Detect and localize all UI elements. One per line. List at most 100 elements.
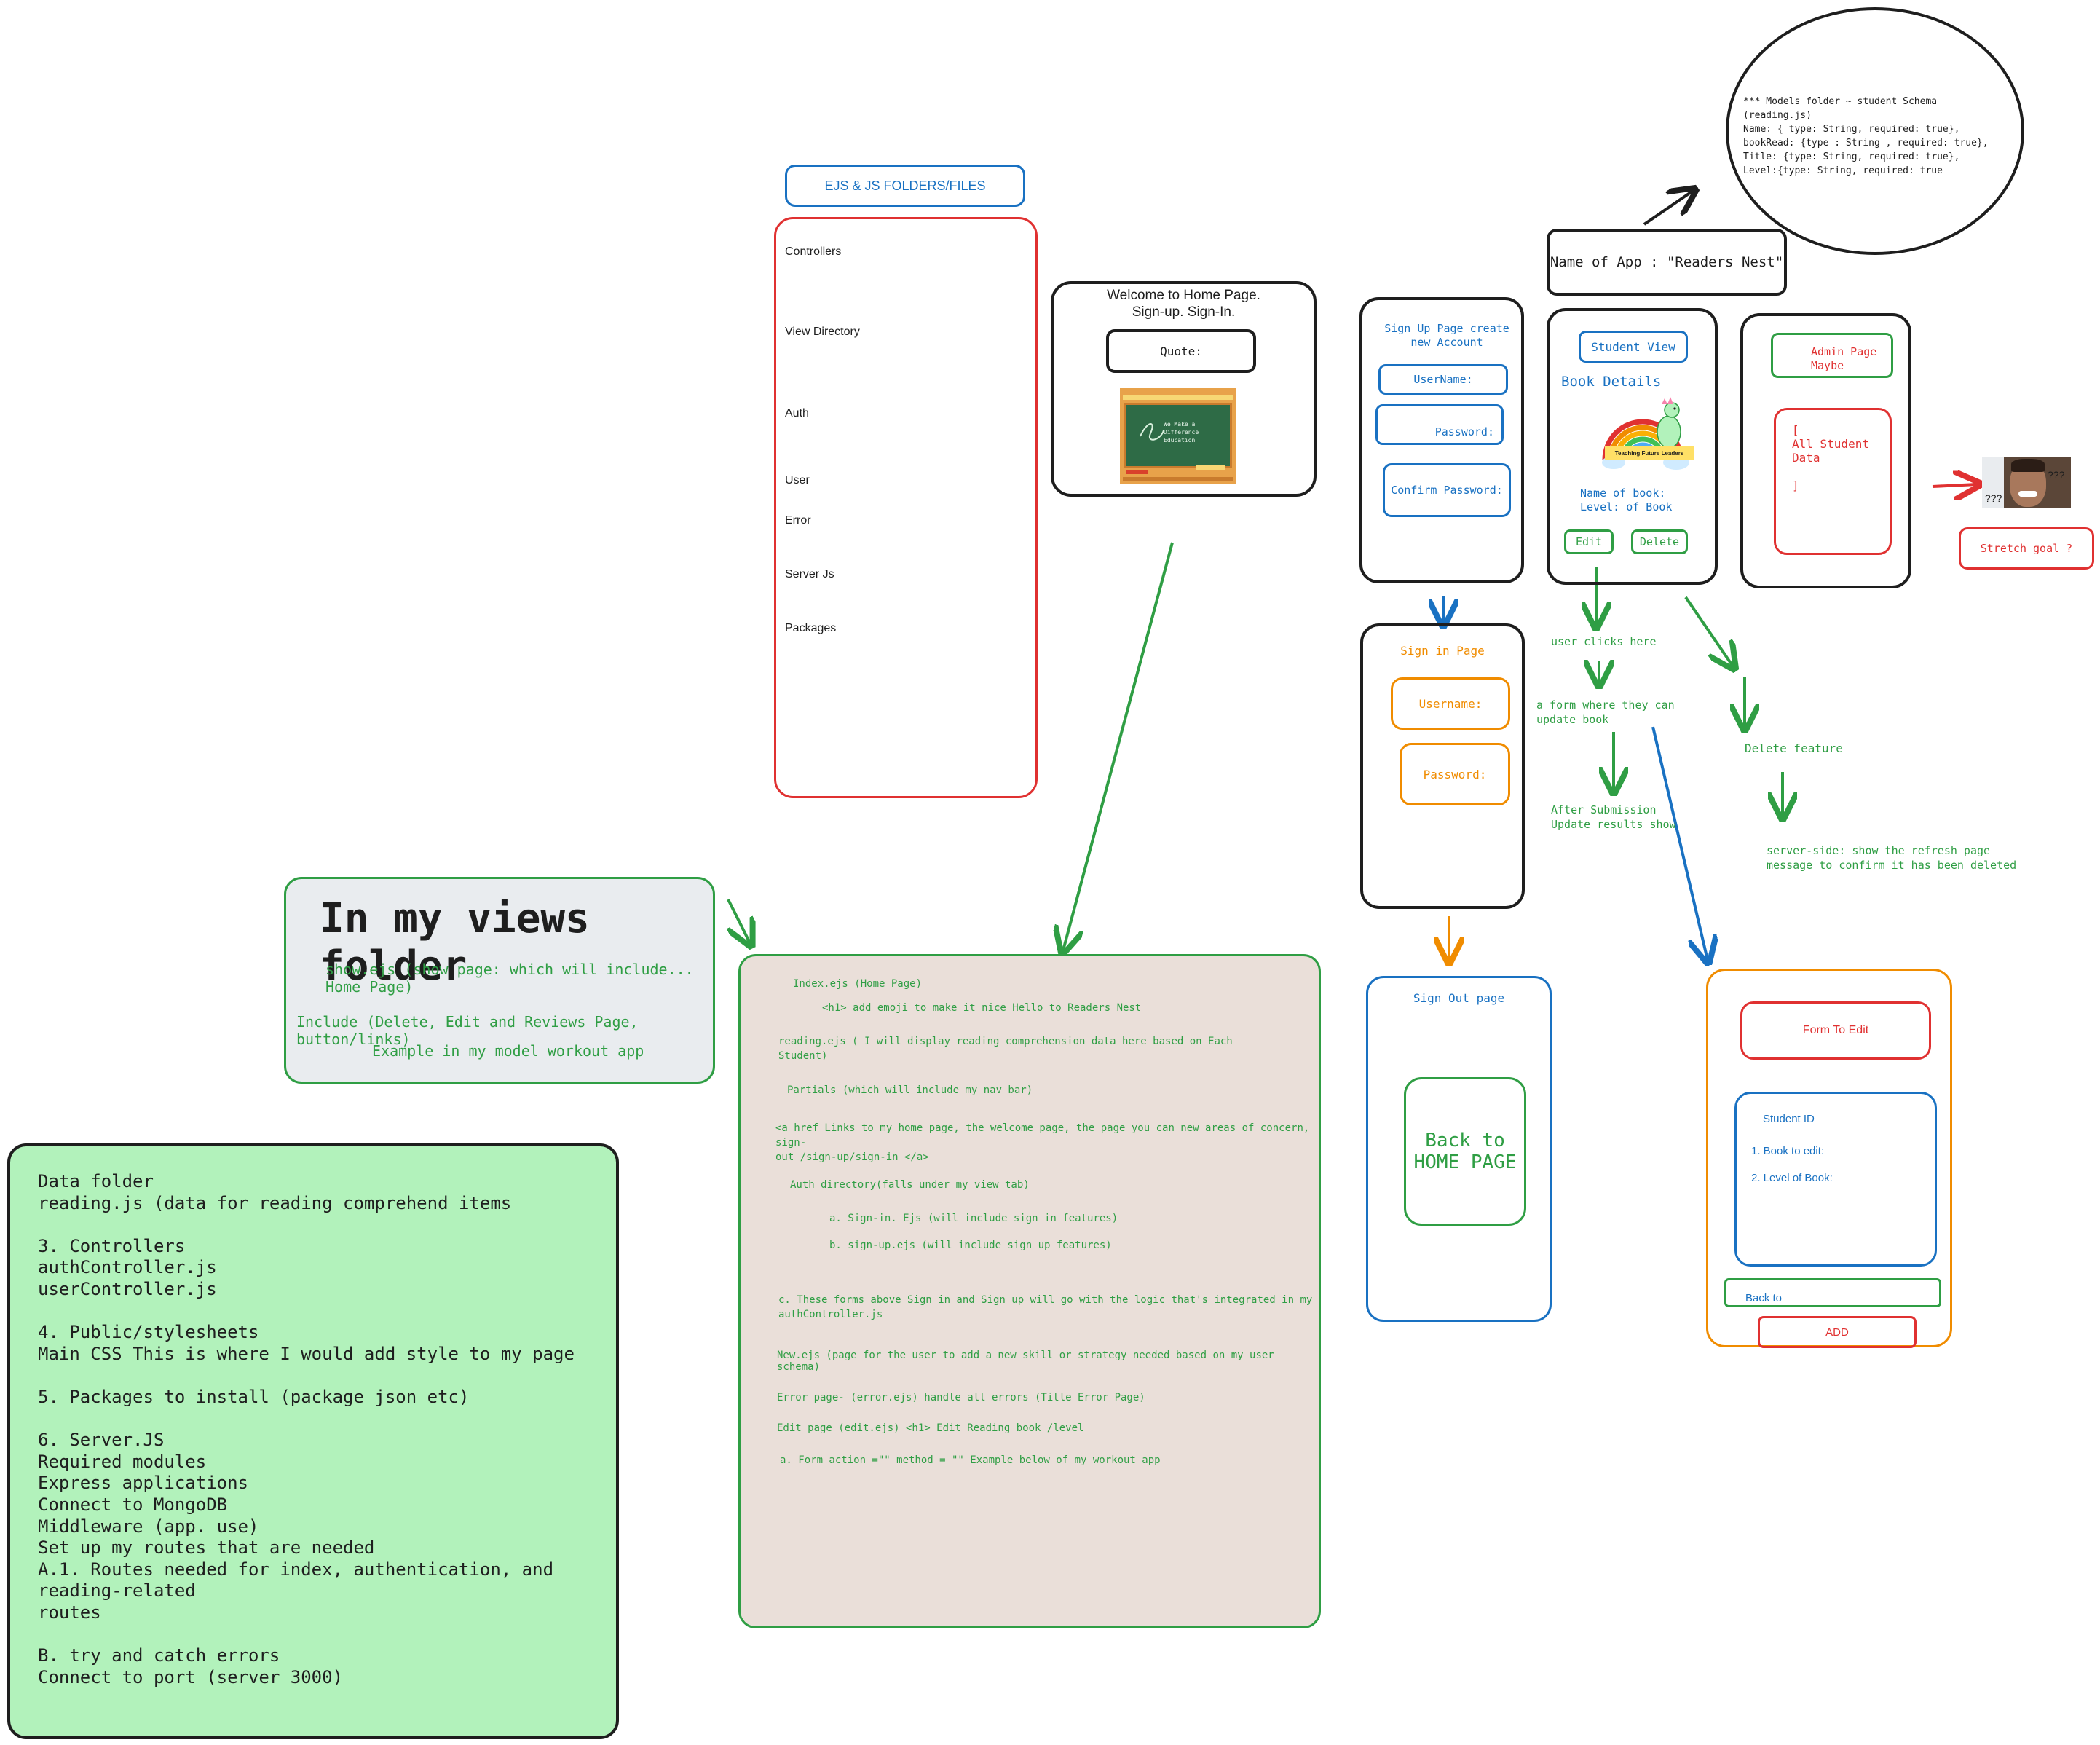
admin-page-wireframe: Admin Page Maybe [ All Student Data ] [1740,313,1911,588]
signout-title: Sign Out page [1413,991,1505,1005]
data-line: Data folder [38,1171,154,1191]
data-line: Express applications [38,1473,248,1494]
student-data-box: [ All Student Data ] [1774,408,1892,555]
signup-title: Sign Up Page create new Account [1384,322,1509,349]
signup-confirm-field[interactable]: Confirm Password: [1383,463,1511,517]
confused-face-image: ??? ??? [1982,457,2071,508]
signup-password-field[interactable]: Password: [1375,404,1504,445]
ejs-header-label: EJS & JS FOLDERS/FILES [824,178,986,193]
folder-error: Error [785,514,811,527]
data-folder-panel: Data folder reading.js (data for reading… [7,1143,619,1739]
note-signup: b. sign-up.ejs (will include sign up fea… [829,1240,1112,1251]
flow-delete-feature: Delete feature [1745,741,1843,755]
admin-title: Admin Page Maybe [1811,345,1877,372]
add-button-label: ADD [1825,1326,1849,1339]
delete-button-label: Delete [1639,535,1680,548]
chalkboard-image: We Make a Difference Education [1120,388,1236,484]
index-notes-panel: Index.ejs (Home Page) <h1> add emoji to … [738,954,1321,1628]
add-button[interactable]: ADD [1758,1316,1917,1348]
flow-server-side: server-side: show the refresh page messa… [1767,844,2017,872]
signup-page-wireframe: Sign Up Page create new Account UserName… [1359,297,1524,583]
note-index: Index.ejs (Home Page) [793,978,923,990]
admin-title-box: Admin Page Maybe [1771,333,1893,378]
app-name-box: Name of App : "Readers Nest" [1547,229,1787,296]
signin-title: Sign in Page [1400,644,1485,658]
signup-confirm-label: Confirm Password: [1391,484,1503,497]
models-note-text: *** Models folder ~ student Schema (read… [1743,96,1989,176]
signin-username-field[interactable]: Username: [1391,677,1510,730]
views-heading: In my views folder [320,895,590,990]
signin-password-label: Password: [1423,767,1487,781]
views-include: Include (Delete, Edit and Reviews Page, … [296,1013,639,1048]
models-note-circle: *** Models folder ~ student Schema (read… [1726,7,2024,255]
edit-form-wireframe: Form To Edit Student ID 1. Book to edit:… [1706,969,1952,1348]
signin-password-field[interactable]: Password: [1400,743,1510,805]
note-new: New.ejs (page for the user to add a new … [777,1350,1274,1373]
data-line: routes [38,1602,101,1623]
data-line: Connect to MongoDB [38,1494,228,1515]
folder-user: User [785,474,810,487]
quote-label: Quote: [1160,344,1202,358]
note-forms: c. These forms above Sign in and Sign up… [778,1294,1313,1320]
folder-auth: Auth [785,407,809,419]
level-of-book-label[interactable]: 2. Level of Book: [1751,1172,1833,1184]
signup-password-label: Password: [1434,425,1494,438]
arrow-delete-diag [1684,596,1733,666]
data-line: B. try and catch errors [38,1645,280,1666]
arrow-to-edit-form [1651,726,1708,960]
folder-view-directory: View Directory [785,326,860,338]
folder-packages: Packages [785,622,837,634]
note-reading: reading.ejs ( I will display reading com… [778,1036,1233,1062]
folder-list-panel: Controllers View Directory Auth User Err… [774,217,1038,798]
student-view-wireframe: Student View Book Details Teaching Futur… [1547,308,1718,585]
signup-username-field[interactable]: UserName: [1378,364,1508,395]
data-line: Main CSS This is where I would add style… [38,1343,575,1364]
back-to-label: Back to [1745,1292,1783,1304]
data-list: Data folder reading.js (data for reading… [38,1171,616,1688]
flow-form-update: a form where they can update book [1536,698,1675,726]
teaching-banner-label: Teaching Future Leaders [1614,449,1684,457]
data-line: authController.js [38,1257,217,1278]
flow-user-clicks: user clicks here [1551,635,1657,648]
note-h1: <h1> add emoji to make it nice Hello to … [822,1002,1142,1014]
data-line: Set up my routes that are needed [38,1537,375,1559]
form-to-edit-label: Form To Edit [1802,1024,1869,1036]
book-to-edit-label[interactable]: 1. Book to edit: [1751,1145,1825,1157]
folder-server-js: Server Js [785,568,834,580]
note-signin: a. Sign-in. Ejs (will include sign in fe… [829,1213,1118,1224]
chalkboard-text: We Make a Difference Education [1164,421,1199,444]
back-to-button[interactable]: Back to [1724,1278,1941,1307]
edit-button[interactable]: Edit [1564,529,1614,554]
signin-username-label: Username: [1418,696,1483,711]
data-line: 4. Public/stylesheets [38,1322,259,1343]
data-line: 5. Packages to install (package json etc… [38,1386,470,1407]
home-page-wireframe: Welcome to Home Page. Sign-up. Sign-In. … [1051,281,1317,497]
data-line: Middleware (app. use) [38,1516,259,1537]
teaching-banner: Teaching Future Leaders [1605,446,1694,460]
back-to-home-button[interactable]: Back to HOME PAGE [1404,1077,1526,1226]
meme-q-left: ??? [1985,492,2002,504]
dinosaur-rainbow-icon [1602,397,1689,470]
data-line: reading.js (data for reading comprehend … [38,1192,512,1213]
delete-button[interactable]: Delete [1631,529,1688,554]
data-line: A.1. Routes needed for index, authentica… [38,1559,554,1602]
student-id-label: Student ID [1763,1113,1815,1125]
data-line: Required modules [38,1451,207,1472]
book-details-heading: Book Details [1561,374,1662,390]
stretch-goal-box: Stretch goal ? [1959,527,2094,570]
views-show: show.ejs (show page: which will include.… [325,961,694,996]
meme-q-right: ??? [2048,469,2065,481]
note-edit: Edit page (edit.ejs) <h1> Edit Reading b… [777,1422,1084,1434]
note-error: Error page- (error.ejs) handle all error… [777,1392,1145,1403]
student-view-tab[interactable]: Student View [1579,331,1688,363]
data-line: Connect to port (server 3000) [38,1666,344,1687]
student-view-label: Student View [1591,339,1675,354]
note-auth: Auth directory(falls under my view tab) [790,1179,1030,1191]
data-line: 6. Server.JS [38,1430,165,1451]
views-folder-note: In my views folder show.ejs (show page: … [284,877,715,1084]
edit-button-label: Edit [1575,535,1603,548]
scribble-icon [1140,423,1164,441]
data-line: userController.js [38,1278,217,1299]
signout-page-wireframe: Sign Out page Back to HOME PAGE [1366,976,1552,1322]
arrow-admin-to-meme [1932,484,1977,487]
